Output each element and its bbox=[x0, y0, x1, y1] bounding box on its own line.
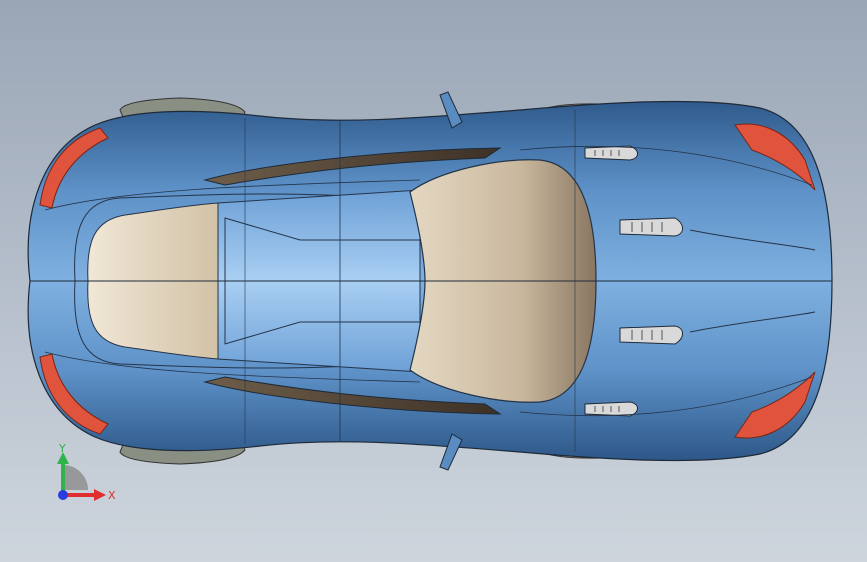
coordinate-triad: Y X bbox=[57, 442, 116, 502]
mirror-bottom bbox=[439, 433, 463, 471]
side-window-bottom bbox=[203, 376, 502, 415]
origin-dot bbox=[58, 490, 68, 500]
x-axis-label: X bbox=[108, 489, 116, 502]
y-axis-label: Y bbox=[58, 442, 66, 455]
headlight-bottom bbox=[734, 371, 816, 439]
rear-light-bottom bbox=[39, 353, 109, 435]
rear-light-top bbox=[39, 127, 109, 209]
hood-vents bbox=[584, 145, 683, 417]
headlight-top bbox=[734, 123, 816, 191]
side-window-top bbox=[203, 147, 502, 186]
mirror-top bbox=[439, 91, 463, 129]
